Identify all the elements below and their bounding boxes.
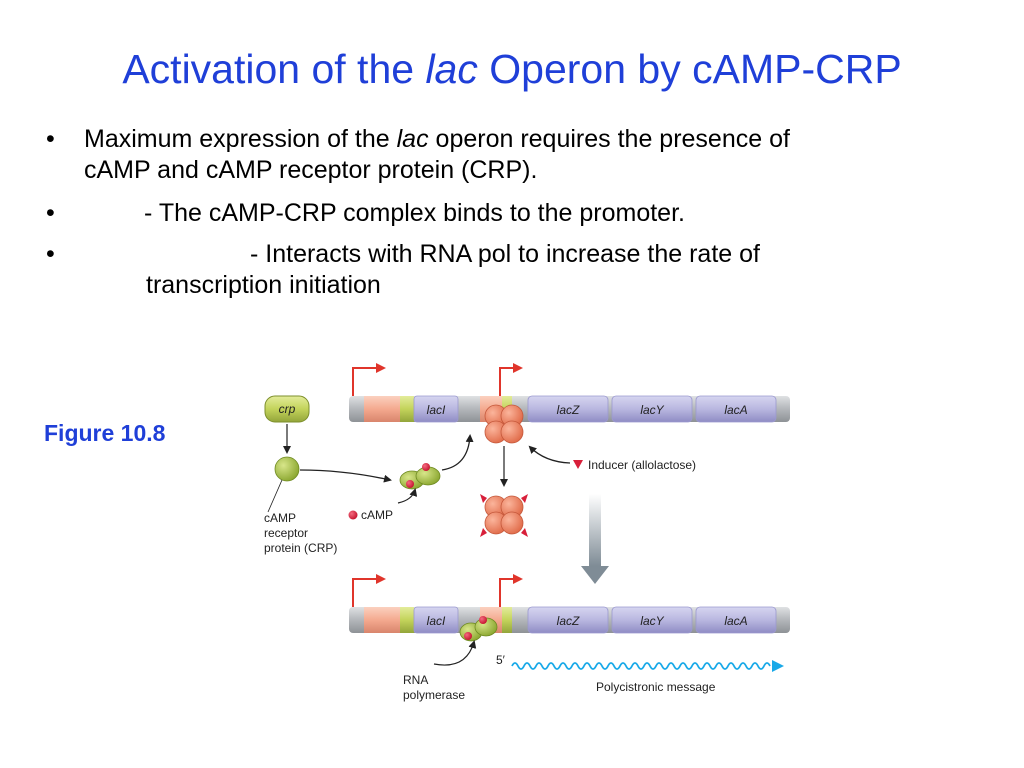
promoter-region xyxy=(364,607,400,633)
operator-region xyxy=(400,607,414,633)
crp-label-line-1: cAMP xyxy=(264,511,296,525)
promoter-arrow-icon xyxy=(352,363,386,396)
gene-laci xyxy=(413,606,459,634)
transition-arrow-icon xyxy=(581,494,609,584)
figure-label: Figure 10.8 xyxy=(44,420,166,446)
gene-label-lacz: lacZ xyxy=(557,403,580,417)
inducer-label: Inducer (allolactose) xyxy=(588,458,696,472)
bullet-1-text-b: operon requires the presence of xyxy=(428,125,790,153)
gene-label-laca: lacA xyxy=(724,614,747,628)
gene-lacz xyxy=(527,606,609,634)
rna-polymerase-label-line-1: RNA xyxy=(403,673,428,687)
inducer-icon xyxy=(573,460,583,469)
crp-binding-arrow xyxy=(299,469,392,483)
crp-label-line-3: protein (CRP) xyxy=(264,541,337,555)
title-text-end: Operon by cAMP-CRP xyxy=(477,46,902,92)
bullet-3-line-1: - Interacts with RNA pol to increase the… xyxy=(250,240,760,268)
promoter-region xyxy=(364,396,400,422)
bullet-3-symbol: • xyxy=(46,240,55,268)
gene-laci xyxy=(413,395,459,423)
gene-label-lacy: lacY xyxy=(640,403,664,417)
camp-binding-arrow xyxy=(397,488,418,504)
crp-gene: crp xyxy=(264,395,310,423)
bullet-3: • - Interacts with RNA pol to increase t… xyxy=(46,239,986,303)
gene-label-lacy: lacY xyxy=(640,614,664,628)
bullet-2-symbol: • xyxy=(46,199,55,227)
gene-label-laca: lacA xyxy=(724,403,747,417)
gene-label-laci: lacI xyxy=(427,403,446,417)
operator-region xyxy=(400,396,414,422)
complex-to-promoter-arrow xyxy=(441,434,474,471)
rna-polymerase-leader xyxy=(433,640,477,666)
camp-label: cAMP xyxy=(361,508,393,522)
gene-lacy xyxy=(611,395,693,423)
polycistronic-message-label: Polycistronic message xyxy=(596,680,716,694)
repressor-bound-icon xyxy=(484,404,524,444)
crp-label-leader xyxy=(267,479,283,513)
gene-label-lacz: lacZ xyxy=(557,614,580,628)
title-italic-lac: lac xyxy=(425,46,478,92)
bullet-1: • Maximum expression of the lac operon r… xyxy=(46,124,986,188)
bullet-2: • - The cAMP-CRP complex binds to the pr… xyxy=(46,198,986,230)
crp-label-line-2: receptor xyxy=(264,526,308,540)
gene-label-laci: lacI xyxy=(427,614,446,628)
bullet-1-symbol: • xyxy=(46,125,55,153)
crp-protein-icon xyxy=(274,456,300,482)
operator-region xyxy=(502,607,512,633)
bullet-3-line-2: transcription initiation xyxy=(146,271,381,299)
five-prime-label: 5′ xyxy=(496,653,506,667)
camp-crp-bound-icon xyxy=(459,616,498,642)
bullet-1-text-a: Maximum expression of the xyxy=(84,125,397,153)
repressor-inducer-complex-icon xyxy=(480,494,528,537)
inducer-arrow xyxy=(528,445,571,464)
operon-bottom: lacI lacZ lacY lacA xyxy=(349,574,790,642)
gene-laca xyxy=(695,606,777,634)
gene-lacy xyxy=(611,606,693,634)
promoter-arrow-icon xyxy=(499,363,523,396)
bullet-1-italic-lac: lac xyxy=(396,125,429,153)
bullet-2-text: - The cAMP-CRP complex binds to the prom… xyxy=(144,199,685,227)
gene-lacz xyxy=(527,395,609,423)
crp-gene-label: crp xyxy=(279,402,296,416)
bullet-1-line-2: cAMP and cAMP receptor protein (CRP). xyxy=(84,156,538,184)
camp-molecule-icon xyxy=(348,510,358,520)
title-text-start: Activation of the xyxy=(122,46,426,92)
mrna-arrowhead-icon xyxy=(772,660,784,672)
promoter-arrow-icon xyxy=(499,574,523,607)
gene-laca xyxy=(695,395,777,423)
bullet-1-line-1: Maximum expression of the lac operon req… xyxy=(84,124,790,155)
slide-title: Activation of the lac Operon by cAMP-CRP xyxy=(0,46,1024,93)
camp-crp-complex-icon xyxy=(399,463,441,490)
promoter-arrow-icon xyxy=(352,574,386,607)
rna-polymerase-label-line-2: polymerase xyxy=(403,688,465,702)
operon-top: lacI lacZ lacY lacA xyxy=(349,363,790,444)
mrna-wave-icon xyxy=(511,662,771,670)
